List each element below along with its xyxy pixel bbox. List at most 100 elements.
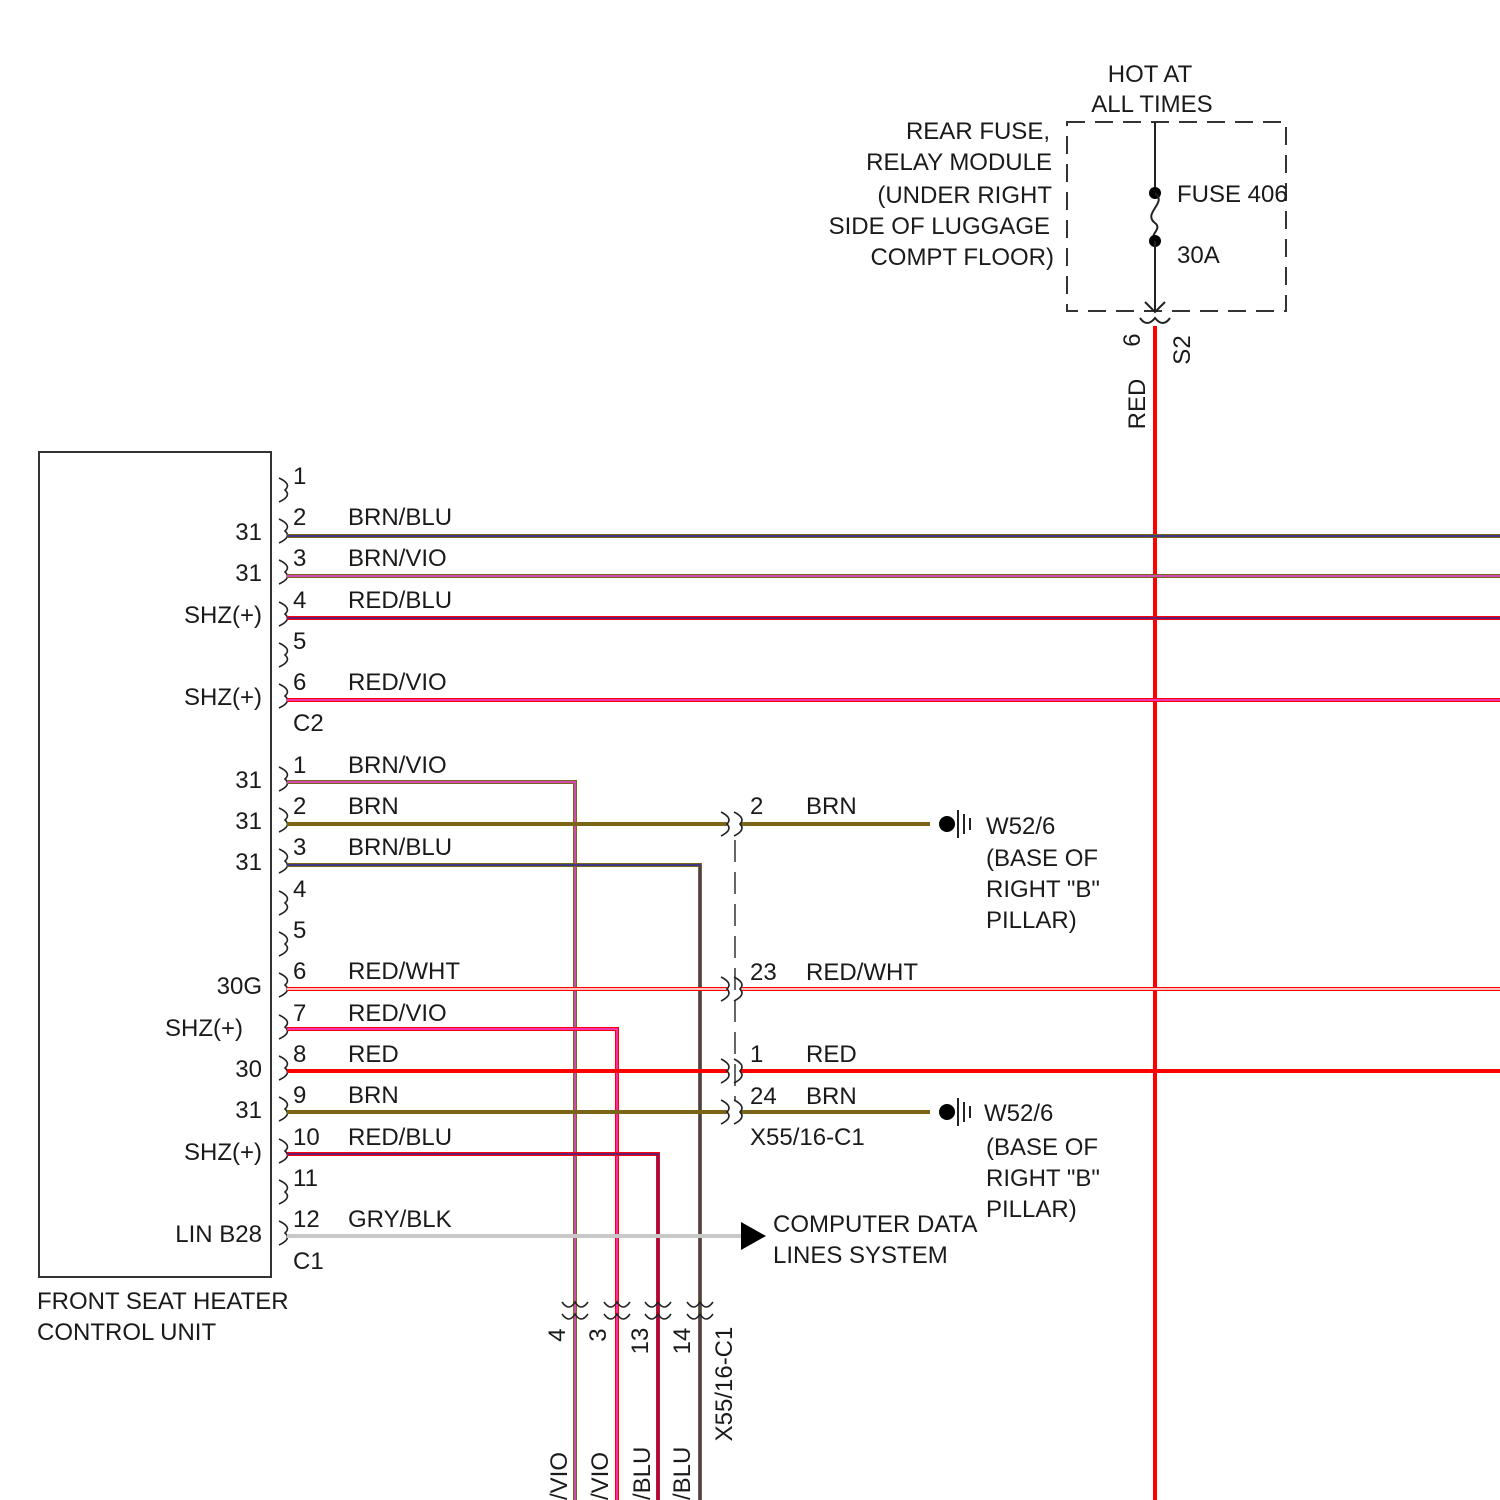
all-times-label: ALL TIMES <box>1091 91 1212 118</box>
c1-pin-6-wire-label: RED/WHT <box>348 958 460 985</box>
c1-pin-11-number: 11 <box>293 1165 318 1192</box>
bottom-pin-14: 14 <box>669 1328 696 1355</box>
c2-pin-2-number: 2 <box>293 504 306 531</box>
c2-pin-4-bracket <box>279 602 287 626</box>
c2-pin-6-function: SHZ(+) <box>184 684 262 711</box>
bottom-wire-vio-1: /VIO <box>546 1452 573 1500</box>
c1-pin-2-number: 2 <box>293 793 306 820</box>
c2-pin-4-function: SHZ(+) <box>184 602 262 629</box>
x55-connector-cups <box>721 812 742 1124</box>
c1-pin-4-bracket <box>279 891 287 915</box>
ground-1-name: W52/6 <box>986 813 1055 840</box>
fuse-module-name-3: (UNDER RIGHT <box>877 182 1052 209</box>
control-unit-name-2: CONTROL UNIT <box>37 1319 216 1346</box>
x55-wire-2: BRN <box>806 793 857 820</box>
s2-connector-icon <box>1140 318 1170 323</box>
c2-pin-2-bracket <box>279 519 287 543</box>
ground-1-desc-3: PILLAR) <box>986 907 1077 934</box>
bottom-wire-blu-1: /BLU <box>629 1447 656 1500</box>
c1-pin-5-bracket <box>279 932 287 956</box>
ground-1-terminal <box>939 816 955 832</box>
x55-pin-1: 1 <box>750 1041 763 1068</box>
fuse-module-name-2: RELAY MODULE <box>866 149 1052 176</box>
c1-pin-2-function: 31 <box>235 808 262 835</box>
x55-wire-23: RED/WHT <box>806 959 918 986</box>
hot-at-label: HOT AT <box>1108 61 1193 88</box>
x55-wire-24: BRN <box>806 1083 857 1110</box>
c2-pin-3-function: 31 <box>235 560 262 587</box>
ground-1-desc-2: RIGHT "B" <box>986 876 1100 903</box>
c2-pin-6-wire-label: RED/VIO <box>348 669 447 696</box>
x55-connector-label: X55/16-C1 <box>750 1124 865 1151</box>
c1-pin-10-number: 10 <box>293 1124 320 1151</box>
ground-2-name: W52/6 <box>984 1100 1053 1127</box>
bottom-connector-label: X55/16-C1 <box>711 1327 738 1442</box>
c1-pin-7-number: 7 <box>293 1000 306 1027</box>
c1-pin-8-number: 8 <box>293 1041 306 1068</box>
c1-pin-10-wire <box>287 1154 658 1500</box>
c1-pin-3-bracket <box>279 849 287 873</box>
c1-pin-11-bracket <box>279 1180 287 1204</box>
x55-cup-3-b <box>734 1100 742 1124</box>
fuse-pin-number: 6 <box>1119 333 1146 346</box>
c2-pin-6-number: 6 <box>293 669 306 696</box>
data-lines-label-2: LINES SYSTEM <box>773 1242 948 1269</box>
data-lines-label-1: COMPUTER DATA <box>773 1211 977 1238</box>
fuse-module: HOT AT ALL TIMES REAR FUSE, RELAY MODULE… <box>829 61 1288 429</box>
c1-pin-2-bracket <box>279 808 287 832</box>
c1-pin-8-function: 30 <box>235 1056 262 1083</box>
c1-pin-9-wire-label: BRN <box>348 1082 399 1109</box>
c2-pin-5-bracket <box>279 643 287 667</box>
wires <box>287 326 1500 1500</box>
c1-pin-9-bracket <box>279 1097 287 1121</box>
fuse-rating: 30A <box>1177 242 1220 269</box>
fuse-module-frame <box>1067 122 1286 311</box>
c1-pin-1-function: 31 <box>235 767 262 794</box>
c1-pin-12-number: 12 <box>293 1206 320 1233</box>
fuse-module-name-1: REAR FUSE, <box>906 118 1050 145</box>
c2-pin-2-function: 31 <box>235 519 262 546</box>
c1-pin-10-bracket <box>279 1139 287 1163</box>
c1-pin-8-wire-label: RED <box>348 1041 399 1068</box>
x55-pin-23: 23 <box>750 959 777 986</box>
fuse-module-name-5: COMPT FLOOR) <box>870 244 1054 271</box>
c1-pin-10-wire-label: RED/BLU <box>348 1124 452 1151</box>
x55-pin-24: 24 <box>750 1083 777 1110</box>
control-unit: FRONT SEAT HEATER CONTROL UNIT C2 C1 <box>37 452 324 1346</box>
ground-2-terminal <box>939 1104 955 1120</box>
ground-2-desc-1: (BASE OF <box>986 1134 1098 1161</box>
control-unit-name-1: FRONT SEAT HEATER <box>37 1288 289 1315</box>
x55-cup-0-b <box>734 812 742 836</box>
c1-pin-5-number: 5 <box>293 917 306 944</box>
x55-connector: 2 BRN 23 RED/WHT 1 RED 24 BRN X55/16-C1 <box>721 793 918 1151</box>
c2-pin-6-bracket <box>279 684 287 708</box>
c2-pin-3-number: 3 <box>293 545 306 572</box>
c2-pin-3-wire-label: BRN/VIO <box>348 545 447 572</box>
c1-pin-8-bracket <box>279 1056 287 1080</box>
ground-2-desc-2: RIGHT "B" <box>986 1165 1100 1192</box>
fuse-wire-color: RED <box>1124 379 1151 430</box>
ground-2-desc-3: PILLAR) <box>986 1196 1077 1223</box>
c1-pin-12-bracket <box>279 1221 287 1245</box>
c2-pin-5-number: 5 <box>293 628 306 655</box>
c2-pin-4-number: 4 <box>293 587 306 614</box>
fuse-label: FUSE 406 <box>1177 181 1288 208</box>
bottom-wire-vio-2: /VIO <box>587 1452 614 1500</box>
c2-pin-1-bracket <box>279 478 287 502</box>
fuse-icon <box>1151 193 1159 241</box>
c1-pin-10-function: SHZ(+) <box>184 1139 262 1166</box>
c1-pin-9-function: 31 <box>235 1097 262 1124</box>
c2-pin-3-bracket <box>279 560 287 584</box>
c1-pin-4-number: 4 <box>293 876 306 903</box>
c1-pin-9-number: 9 <box>293 1082 306 1109</box>
c1-pin-12-function: LIN B28 <box>175 1221 262 1248</box>
c1-pin-1-bracket <box>279 767 287 791</box>
c1-pin-6-bracket <box>279 973 287 997</box>
c1-pin-1-number: 1 <box>293 752 306 779</box>
x55-wire-1: RED <box>806 1041 857 1068</box>
c1-connector-label: C1 <box>293 1248 324 1275</box>
data-lines-arrow-icon <box>741 1222 766 1250</box>
c1-pin-7-bracket <box>279 1015 287 1039</box>
c2-pin-4-wire-label: RED/BLU <box>348 587 452 614</box>
